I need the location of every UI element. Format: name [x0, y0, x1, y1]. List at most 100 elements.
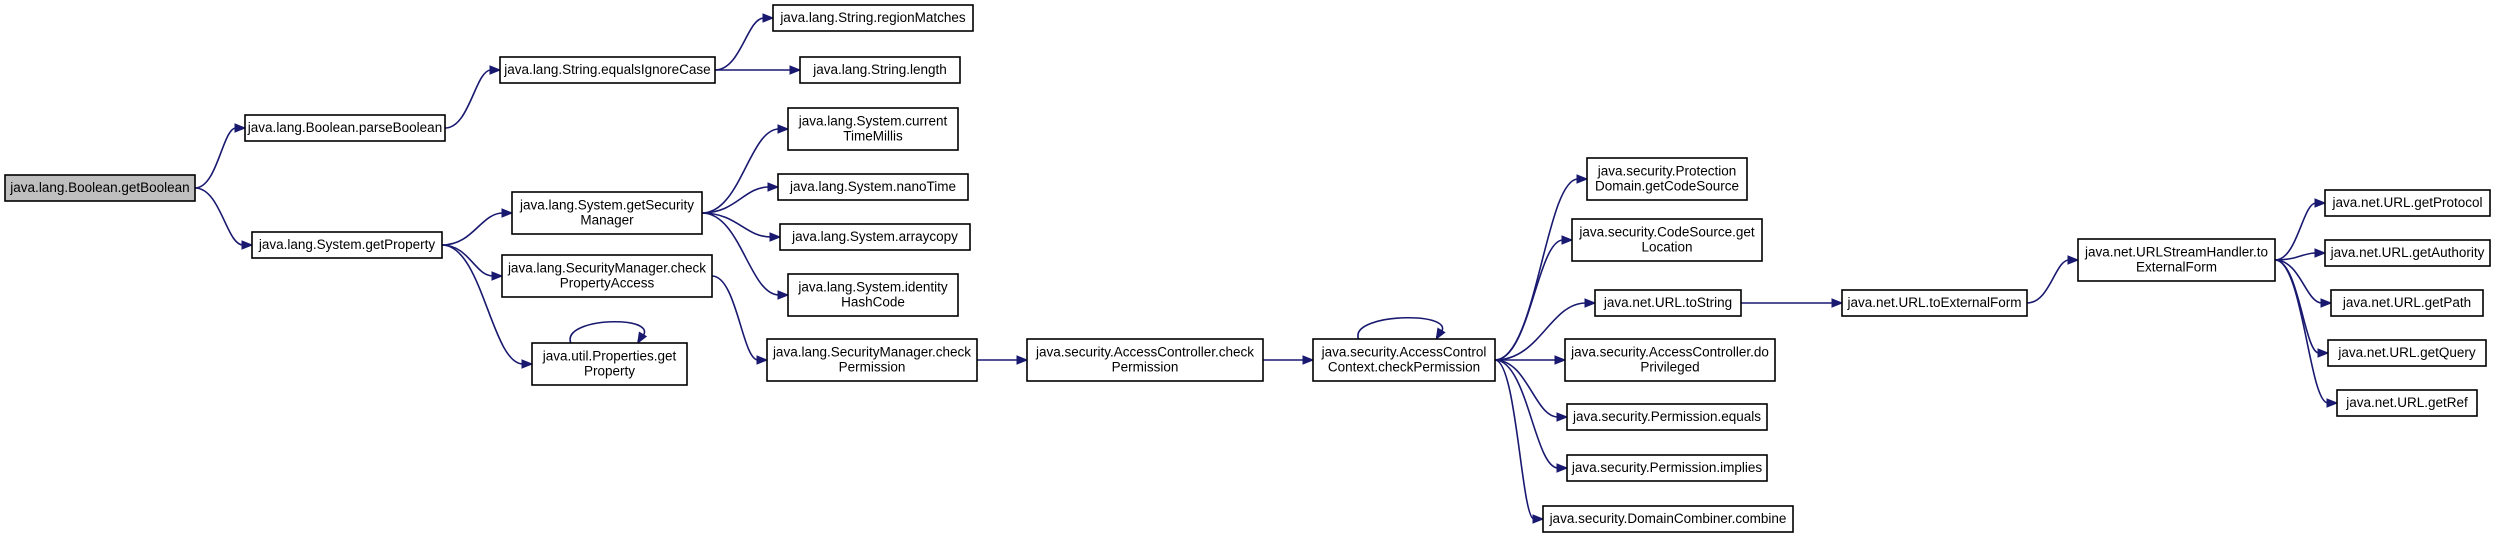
node-label: java.lang.String.regionMatches: [779, 10, 966, 25]
arrowhead: [1532, 514, 1545, 524]
node-box: [2077, 238, 2276, 282]
node-box: [244, 114, 446, 142]
graph-node[interactable]: java.lang.String.regionMatches: [772, 4, 974, 32]
node-label: ExternalForm: [2136, 260, 2217, 275]
arrowhead: [491, 271, 504, 281]
node-label: java.lang.Boolean.parseBoolean: [247, 120, 442, 135]
node-box: [1026, 338, 1264, 382]
call-edge: [194, 187, 244, 246]
node-label: java.security.AccessController.check: [1035, 345, 1254, 360]
call-edge: [1494, 239, 1564, 361]
graph-node[interactable]: java.security.AccessController.doPrivile…: [1564, 338, 1776, 382]
arrowhead: [2326, 398, 2339, 408]
node-label: java.net.URL.getProtocol: [2331, 195, 2482, 210]
node-label: Domain.getCodeSource: [1595, 179, 1739, 194]
node-label: TimeMillis: [843, 129, 903, 144]
arrowhead: [241, 240, 254, 250]
graph-node[interactable]: java.net.URLStreamHandler.toExternalForm: [2077, 238, 2276, 282]
arrowhead: [789, 65, 802, 75]
node-label: java.lang.Boolean.getBoolean: [9, 180, 189, 195]
arrowhead: [489, 65, 502, 75]
node-box: [799, 56, 961, 84]
graph-node[interactable]: java.net.URL.toExternalForm: [1841, 289, 2028, 317]
arrowhead: [1561, 235, 1574, 245]
graph-node[interactable]: java.lang.Boolean.getBoolean: [4, 174, 196, 202]
node-label: java.net.URL.getRef: [2345, 395, 2468, 410]
graph-node[interactable]: java.net.URL.getAuthority: [2324, 239, 2491, 267]
node-box: [1594, 289, 1742, 317]
call-edge: [194, 127, 237, 189]
graph-node[interactable]: java.net.URL.toString: [1594, 289, 1742, 317]
call-edge: [1494, 178, 1579, 361]
call-edge: [701, 212, 780, 296]
graph-node[interactable]: java.security.AccessController.checkPerm…: [1026, 338, 1264, 382]
call-edge: [714, 17, 765, 71]
call-edge: [1494, 359, 1535, 520]
node-label: java.security.DomainCombiner.combine: [1549, 511, 1787, 526]
graph-node[interactable]: java.security.DomainCombiner.combine: [1542, 505, 1794, 533]
node-box: [531, 342, 688, 386]
call-edge: [441, 244, 494, 277]
arrowhead: [1576, 174, 1589, 184]
graph-node[interactable]: java.lang.String.equalsIgnoreCase: [499, 56, 716, 84]
graph-node[interactable]: java.lang.System.arraycopy: [779, 223, 971, 251]
call-edge: [1494, 359, 1559, 418]
graph-node[interactable]: java.lang.System.nanoTime: [777, 173, 969, 201]
node-box: [772, 4, 974, 32]
arrowhead: [1584, 298, 1597, 308]
root-node-box: [4, 174, 196, 202]
arrowhead: [1302, 355, 1315, 365]
arrowhead: [2320, 298, 2333, 308]
graph-node[interactable]: java.security.Permission.equals: [1566, 403, 1768, 431]
graph-node[interactable]: java.lang.System.getProperty: [251, 231, 443, 259]
arrowhead: [1016, 355, 1029, 365]
graph-node[interactable]: java.lang.String.length: [799, 56, 961, 84]
graph-node[interactable]: java.security.ProtectionDomain.getCodeSo…: [1586, 157, 1748, 201]
arrowhead: [1831, 298, 1844, 308]
arrowhead: [1554, 355, 1567, 365]
arrowhead: [2314, 248, 2327, 258]
node-label: Property: [584, 364, 635, 379]
arrowhead: [769, 232, 782, 242]
arrowhead: [777, 124, 790, 134]
graph-node[interactable]: java.net.URL.getRef: [2336, 389, 2478, 417]
node-label: HashCode: [841, 295, 905, 310]
graph-node[interactable]: java.security.Permission.implies: [1566, 454, 1768, 482]
node-box: [766, 338, 978, 382]
arrowhead: [2317, 348, 2330, 358]
node-label: Manager: [580, 213, 634, 228]
node-label: java.lang.System.getProperty: [258, 237, 436, 252]
arrowhead: [762, 13, 775, 23]
call-edge: [2274, 202, 2317, 261]
arrowhead: [501, 208, 514, 218]
node-label: java.lang.System.arraycopy: [791, 229, 958, 244]
node-box: [1566, 403, 1768, 431]
node-box: [787, 273, 959, 317]
node-box: [2324, 189, 2491, 217]
call-edge: [2274, 259, 2329, 404]
node-label: java.lang.System.current: [798, 114, 948, 129]
graph-node[interactable]: java.lang.SecurityManager.checkPropertyA…: [501, 254, 713, 298]
node-label: java.lang.SecurityManager.check: [507, 261, 706, 276]
call-edge: [1494, 359, 1559, 469]
node-label: Privileged: [1640, 360, 1699, 375]
graph-node[interactable]: java.lang.SecurityManager.checkPermissio…: [766, 338, 978, 382]
graph-node[interactable]: java.util.Properties.getProperty: [531, 342, 688, 386]
call-edge: [2274, 252, 2317, 261]
graph-node[interactable]: java.net.URL.getPath: [2330, 289, 2484, 317]
graph-node[interactable]: java.net.URL.getProtocol: [2324, 189, 2491, 217]
node-box: [501, 254, 713, 298]
arrowhead: [1556, 412, 1569, 422]
node-label: java.lang.System.getSecurity: [519, 198, 694, 213]
graph-node[interactable]: java.lang.Boolean.parseBoolean: [244, 114, 446, 142]
graph-node[interactable]: java.net.URL.getQuery: [2327, 339, 2487, 367]
nodes-layer: java.lang.Boolean.getBoolean java.lang.Bo…: [4, 4, 2491, 533]
node-box: [2324, 239, 2491, 267]
node-box: [1586, 157, 1748, 201]
call-edge: [441, 212, 504, 246]
graph-node[interactable]: java.security.AccessControlContext.check…: [1312, 338, 1496, 382]
